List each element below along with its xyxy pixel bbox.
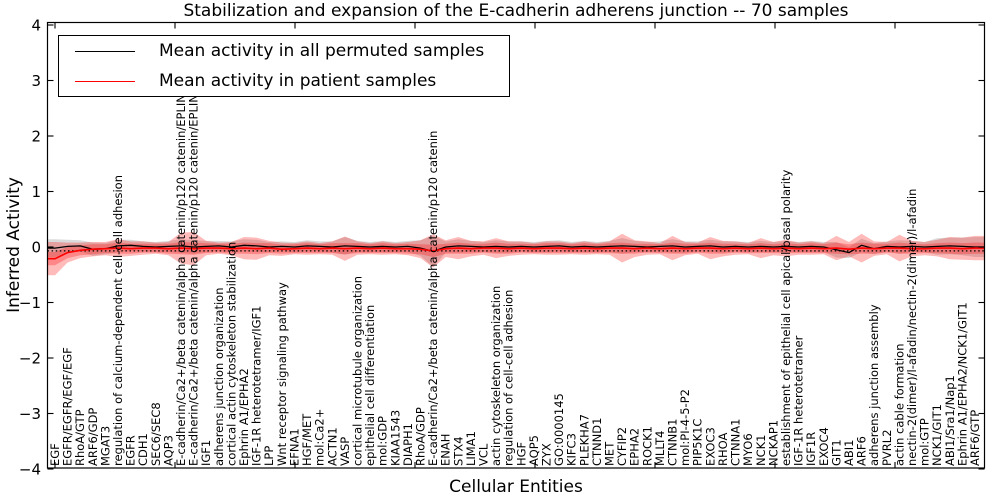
- y-tick-label: 1: [31, 183, 41, 201]
- patient-samples-range-outer-band: [47, 232, 985, 276]
- entity-label: EFNA1: [288, 428, 302, 466]
- y-tick-label: −3: [19, 405, 41, 423]
- entity-label: HGF: [514, 442, 528, 466]
- entity-label: ABI1: [842, 440, 856, 466]
- legend-label: Mean activity in patient samples: [159, 71, 437, 91]
- y-axis-label: Inferred Activity: [4, 177, 24, 313]
- y-tick-label: 2: [31, 128, 41, 146]
- entity-label: PLEKHA7: [577, 414, 591, 466]
- y-tick-label: −1: [19, 294, 41, 312]
- entity-label: IGF1R: [804, 432, 818, 466]
- entity-label: EPHA2: [628, 428, 642, 466]
- entity-label: IGF-1R heterotetramer/IGF1: [250, 306, 264, 466]
- entity-label: ABI1/Sra1/Nap1: [943, 375, 957, 466]
- entity-label: nectin-2(dimer)/l-afadin/nectin-2(dimer)…: [905, 189, 919, 466]
- entity-label: CTNND1: [590, 418, 604, 466]
- entity-label: RHOA: [716, 433, 730, 466]
- entity-label: CYFIP2: [615, 427, 629, 466]
- y-tick-label: −2: [19, 350, 41, 368]
- patient-line-swatch-icon: [75, 80, 135, 82]
- entity-label: Ephrin A1/EPHA2/NCK1/GIT1: [955, 302, 969, 466]
- entity-label: KIFC3: [565, 433, 579, 466]
- entity-label: NCKAP1: [766, 420, 780, 466]
- y-tick-label: 0: [31, 239, 41, 257]
- x-axis-label: Cellular Entities: [449, 477, 583, 497]
- entity-label: AQP3: [161, 435, 175, 466]
- entity-label: MLLT4: [653, 431, 667, 467]
- entity-label: IGF-1R heterotetramer: [792, 335, 806, 466]
- entity-label: SEC6/SEC8: [149, 402, 163, 466]
- entity-label: EGF: [48, 443, 62, 466]
- entity-label: EGFR: [124, 435, 138, 466]
- chart-title: Stabilization and expansion of the E-cad…: [183, 1, 849, 21]
- entity-label: ARF6/GTP: [968, 410, 982, 466]
- entity-label: LIMA1: [464, 431, 478, 466]
- entity-label: mol:Ca2+: [313, 409, 327, 466]
- entity-label: ENAH: [439, 434, 453, 466]
- permuted-line-swatch-icon: [75, 50, 135, 52]
- entity-label: adherens junction organization: [212, 288, 226, 466]
- axis-frame: [46, 21, 986, 469]
- entity-label: adherens junction assembly: [867, 304, 881, 466]
- entity-label: LPP: [262, 446, 276, 466]
- entity-label: VCL: [477, 443, 491, 466]
- entity-label: Wnt receptor signaling pathway: [275, 282, 289, 466]
- entity-label: E-cadherin/Ca2+/beta catenin/alpha caten…: [187, 94, 201, 466]
- entity-label: EGFR/EGFR/EGF/EGF: [61, 347, 75, 466]
- entity-label: E-cadherin/Ca2+/beta catenin/alpha caten…: [174, 94, 188, 466]
- legend-label: Mean activity in all permuted samples: [159, 41, 485, 61]
- entity-label: GIT1: [829, 439, 843, 466]
- entity-label: KIAA1543: [388, 410, 402, 466]
- entity-label: E-cadherin/Ca2+/beta catenin/alpha caten…: [426, 131, 440, 466]
- entity-label: cortical actin cytoskeleton stabilizatio…: [224, 242, 238, 466]
- y-tick-label: −4: [19, 461, 41, 479]
- entity-label: PIP5K1C: [691, 419, 705, 466]
- entity-label: establishment of epithelial cell apical/…: [779, 170, 793, 466]
- patient-mean-line: [47, 247, 985, 260]
- entity-label: ACTN1: [325, 427, 339, 466]
- entity-label: mol:PI-4-5-P2: [678, 389, 692, 466]
- entity-label: EXOC3: [703, 427, 717, 466]
- entity-label: Ephrin A1/EPHA2: [237, 368, 251, 466]
- entity-label: GO:0000145: [552, 393, 566, 466]
- entity-label: MET: [603, 441, 617, 466]
- entity-label: HGF/MET: [300, 413, 314, 466]
- entity-label: CTNNB1: [666, 419, 680, 466]
- entity-label: AQP5: [527, 435, 541, 466]
- entity-label: DIAPH1: [401, 423, 415, 466]
- entity-label: IGF1: [199, 440, 213, 466]
- entity-label: actin cytoskeleton organization: [489, 286, 503, 466]
- entity-label: VASP: [338, 437, 352, 466]
- entity-label: NCK1: [754, 435, 768, 467]
- entity-label: MYO6: [741, 433, 755, 466]
- entity-label: mol:GDP: [376, 416, 390, 466]
- entity-label: PVRL2: [880, 429, 894, 466]
- entity-label: EXOC4: [817, 427, 831, 466]
- entity-label: RhoA/GDP: [414, 407, 428, 466]
- entity-label: regulation of calcium-dependent cell-cel…: [111, 175, 125, 466]
- y-tick-label: 3: [31, 72, 41, 90]
- y-tick-label: 4: [31, 17, 41, 35]
- entity-label: epithelial cell differentiation: [363, 305, 377, 466]
- entity-label: RhoA/GTP: [73, 409, 87, 466]
- entity-label: CTNNA1: [729, 419, 743, 466]
- entity-label: ZYX: [540, 443, 554, 466]
- entity-label: actin cable formation: [892, 343, 906, 466]
- legend: Mean activity in all permuted samples Me…: [58, 35, 510, 97]
- entity-label: ROCK1: [640, 426, 654, 466]
- legend-item-permuted: Mean activity in all permuted samples: [59, 41, 509, 61]
- entity-label: ARF6/GDP: [86, 408, 100, 466]
- entity-label: CDH1: [136, 433, 150, 466]
- entity-label: STX4: [451, 436, 465, 466]
- entity-label: mol:GTP: [918, 418, 932, 466]
- entity-label: NCK1/GIT1: [930, 404, 944, 466]
- entity-label: ARF6: [855, 436, 869, 466]
- entity-label: MGAT3: [98, 426, 112, 466]
- entity-label: cortical microtubule organization: [351, 276, 365, 466]
- legend-item-patient: Mean activity in patient samples: [59, 71, 509, 91]
- entity-label: regulation of cell-cell adhesion: [502, 290, 516, 466]
